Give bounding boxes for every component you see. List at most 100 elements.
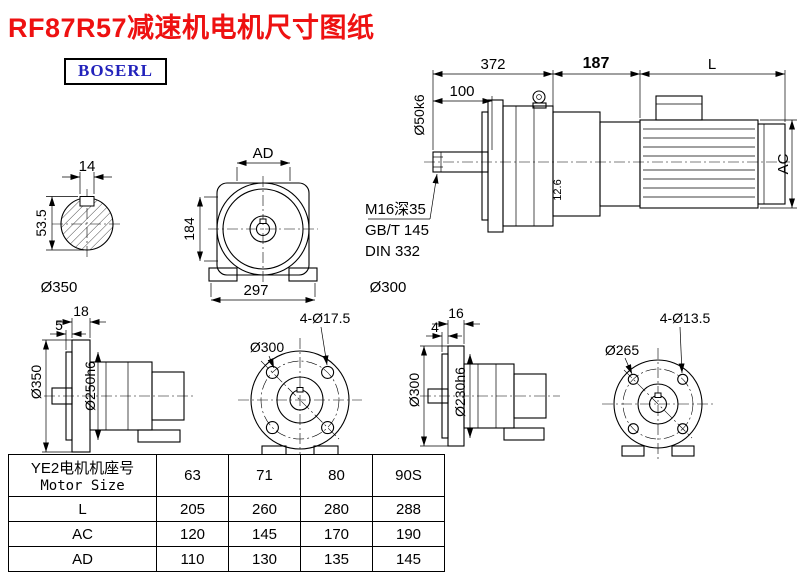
motor-body <box>639 119 759 209</box>
flange-outline <box>613 359 703 449</box>
foot-left <box>621 445 645 457</box>
flange-spigot <box>481 111 489 221</box>
bolt-hole <box>677 373 689 385</box>
table-cell: 288 <box>372 496 445 522</box>
table-cell: 280 <box>300 496 373 522</box>
bolt-circle <box>260 360 340 440</box>
keyway-notch <box>654 392 662 398</box>
bolt-circle-300-label: Ø300 <box>250 339 284 355</box>
foot-right <box>288 267 318 282</box>
motor-size-column-63: 63 <box>156 454 229 497</box>
table-row-AC: AC 120 145 170 190 <box>8 521 445 547</box>
side-view-right: 16 4 Ø300 Ø230h6 <box>406 305 560 447</box>
keyway-slot <box>79 196 95 207</box>
table-cell: 190 <box>372 521 445 547</box>
side-view-left: 18 5 Ø350 Ø250h6 <box>28 303 196 453</box>
dim-100-label: 100 <box>449 83 474 100</box>
table-header-label: YE2电机机座号 Motor Size <box>8 454 157 497</box>
front-view: AD 184 297 Ø300 <box>181 145 407 303</box>
flange-face-view-left: 4-Ø17.5 Ø300 <box>238 310 362 462</box>
flange-circle <box>216 182 310 276</box>
table-row-AD: AD 110 130 135 145 <box>8 546 445 572</box>
table-cell: 145 <box>372 546 445 572</box>
dim-372-label: 372 <box>480 56 505 73</box>
foot-right <box>671 445 695 457</box>
table-cell: 170 <box>300 521 373 547</box>
dim-16-label: 16 <box>448 305 464 321</box>
keyway-notch <box>259 218 267 224</box>
motor-dimension-table: YE2电机机座号 Motor Size 63 71 80 90S L 205 2… <box>8 454 445 572</box>
dim-184-label: 184 <box>181 217 197 241</box>
holes-13-5-label: 4-Ø13.5 <box>660 310 711 326</box>
input-section <box>513 373 547 419</box>
bolt-hole <box>627 373 639 385</box>
dim-18-label: 18 <box>73 303 89 319</box>
table-cell: 135 <box>300 546 373 572</box>
table-cell: 110 <box>156 546 229 572</box>
front-view-dimensions: AD 184 297 Ø300 <box>181 145 407 303</box>
gearbox-housing <box>502 105 554 227</box>
spigot-circle <box>276 376 324 424</box>
dim-12-6-label: 12.6 <box>552 179 564 200</box>
dia-300-rotated-label: Ø300 <box>406 373 422 407</box>
terminal-box <box>655 95 703 121</box>
bolt-circle-265-label: Ø265 <box>605 342 639 358</box>
table-cell: 120 <box>156 521 229 547</box>
dim-L-label: L <box>708 56 716 73</box>
shaft-diameter-label: Ø50k6 <box>411 94 427 135</box>
flange-face-right-labels: 4-Ø13.5 Ø265 <box>605 310 711 375</box>
table-cell: 205 <box>156 496 229 522</box>
tap-note-line1: M16深35 <box>365 201 426 218</box>
page-title: RF87R57减速机电机尺寸图纸 <box>8 13 375 43</box>
flange-face-view-right: 4-Ø13.5 Ø265 <box>602 310 714 462</box>
row-label-AD: AD <box>8 546 157 572</box>
header-en: Motor Size <box>40 478 125 494</box>
dim-5-label: 5 <box>55 317 63 333</box>
flange-face-left-labels: 4-Ø17.5 Ø300 <box>250 310 351 369</box>
bolt-hole <box>265 421 279 435</box>
table-cell: 145 <box>228 521 301 547</box>
side-view-left-dimensions: 18 5 Ø350 Ø250h6 <box>28 303 106 453</box>
shaft-section-view: 14 53.5 Ø350 <box>33 158 122 296</box>
dia-230h6-label: Ø230h6 <box>452 367 468 417</box>
holes-17-5-label: 4-Ø17.5 <box>300 310 351 326</box>
dia-350-label: Ø350 <box>41 279 78 296</box>
dim-4-label: 4 <box>431 319 439 335</box>
motor-size-column-80: 80 <box>300 454 373 497</box>
header-cn: YE2电机机座号 <box>30 460 135 477</box>
bolt-circle <box>622 368 694 440</box>
foot-left <box>208 267 238 282</box>
brand-logo: BOSERL <box>64 58 167 85</box>
motor-size-column-90S: 90S <box>372 454 445 497</box>
bolt-hole <box>321 421 335 435</box>
dim-14-label: 14 <box>79 158 96 175</box>
dia-350-rotated-label: Ø350 <box>28 365 44 399</box>
bolt-hole <box>321 365 335 379</box>
dim-AC-label: AC <box>775 153 792 174</box>
dim-53-5-label: 53.5 <box>33 209 49 236</box>
adapter-flange <box>599 121 641 207</box>
bolt-hole <box>627 423 639 435</box>
shaft-section-dimensions: 14 53.5 Ø350 <box>33 158 112 296</box>
tap-note-line2: GB/T 145 <box>365 222 429 239</box>
flange-outline <box>250 350 350 450</box>
table-header-row: YE2电机机座号 Motor Size 63 71 80 90S <box>8 454 445 497</box>
tap-note-line3: DIN 332 <box>365 243 420 260</box>
spigot-circle <box>637 383 679 425</box>
table-cell: 130 <box>228 546 301 572</box>
dim-AD-label: AD <box>253 145 274 162</box>
main-view-dimensions: 372 187 L 100 Ø50k6 AC 12.6 M16深35 GB/T … <box>365 55 797 260</box>
dia-300-label: Ø300 <box>370 279 407 296</box>
input-section <box>151 371 185 421</box>
lifting-eyebolt-icon <box>532 90 546 104</box>
dia-250h6-label: Ø250h6 <box>82 361 98 411</box>
keyway-notch <box>296 387 304 393</box>
bolt-hole <box>677 423 689 435</box>
side-view-right-dimensions: 16 4 Ø300 Ø230h6 <box>406 305 480 447</box>
dim-187-label: 187 <box>583 55 610 72</box>
motor-fins <box>643 128 755 198</box>
output-flange <box>487 99 504 233</box>
table-row-L: L 205 260 280 288 <box>8 496 445 522</box>
